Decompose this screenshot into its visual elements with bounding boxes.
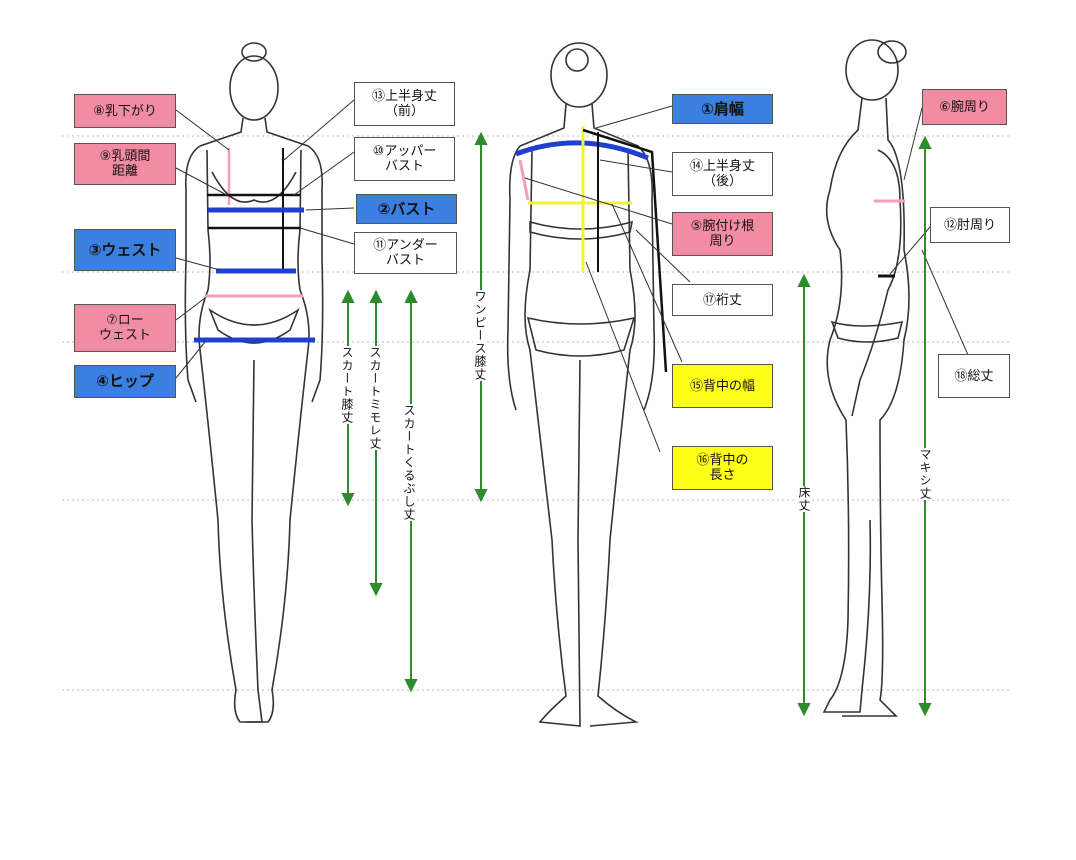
label-total-length: ⑱総丈	[938, 354, 1010, 398]
label-sleeve-length: ⑰裄丈	[672, 284, 773, 316]
label-back-length: ⑯背中の 長さ	[672, 446, 773, 490]
label-arm-circumference: ⑥腕周り	[922, 89, 1007, 125]
label-skirt-ankle: スカートくるぶし丈	[402, 404, 416, 521]
label-skirt-mimore: スカートミモレ丈	[368, 346, 382, 450]
label-armhole: ⑤腕付け根 周り	[672, 212, 773, 256]
label-shoulder-width: ①肩幅	[672, 94, 773, 124]
back-measure-lines	[515, 126, 668, 373]
label-maxi-length: マキシ丈	[918, 448, 932, 500]
back-figure	[506, 42, 656, 727]
label-bust: ②バスト	[356, 194, 457, 224]
guide-lines	[62, 135, 1010, 691]
side-figure	[822, 39, 910, 717]
label-back-width: ⑮背中の幅	[672, 364, 773, 408]
front-measure-lines	[194, 148, 315, 343]
label-bust-point-distance: ⑨乳頭間 距離	[74, 143, 176, 185]
label-low-waist: ⑦ロー ウェスト	[74, 304, 176, 352]
label-elbow-circumference: ⑫肘周り	[930, 207, 1010, 243]
label-skirt-knee: スカート膝丈	[340, 346, 354, 424]
label-onepiece-knee: ワンピース膝丈	[473, 290, 487, 381]
label-bust-drop: ⑧乳下がり	[74, 94, 176, 128]
label-hip: ④ヒップ	[74, 365, 176, 398]
label-under-bust: ⑪アンダー バスト	[354, 232, 457, 274]
side-measure-lines	[874, 199, 905, 278]
label-waist: ③ウェスト	[74, 229, 176, 271]
label-upper-bust: ⑩アッパー バスト	[354, 137, 455, 181]
leader-lines	[175, 99, 969, 453]
label-upper-body-back: ⑭上半身丈 （後）	[672, 152, 773, 196]
label-upper-body-front: ⑬上半身丈 （前）	[354, 82, 455, 126]
label-floor-length: 床丈	[797, 486, 811, 512]
